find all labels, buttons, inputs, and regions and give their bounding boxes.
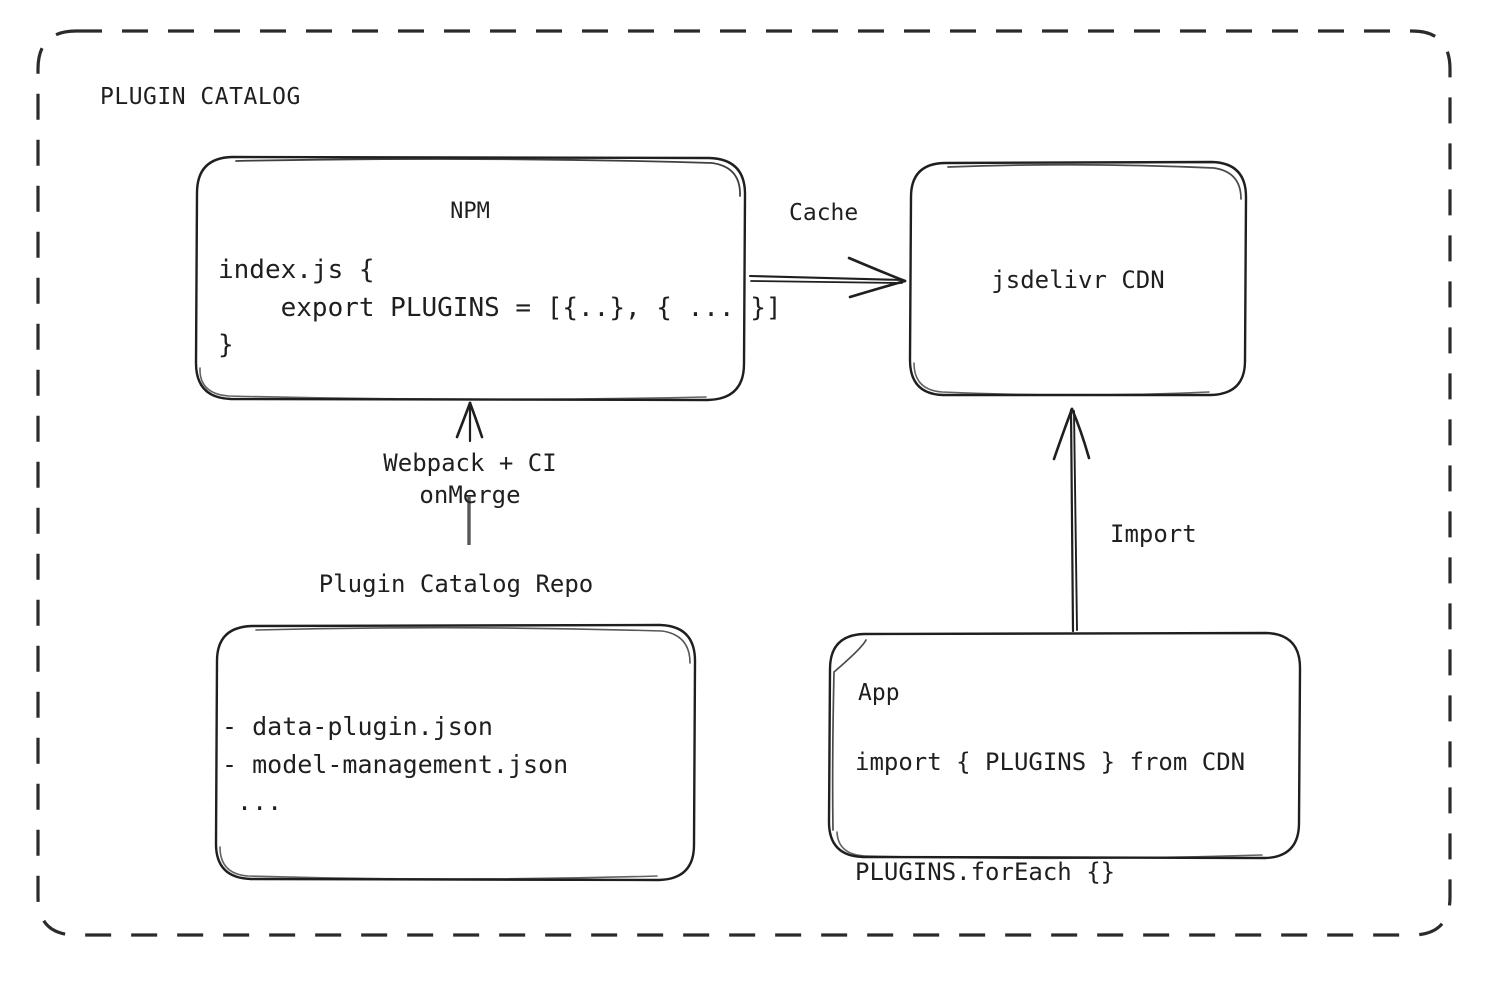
cache-edge-label: Cache (789, 200, 859, 226)
import-edge-label: Import (1110, 520, 1197, 548)
npm-node-box[interactable] (194, 155, 747, 402)
group-title: PLUGIN CATALOG (100, 84, 301, 110)
repo-file-list: - data-plugin.json - model-management.js… (222, 712, 569, 816)
build-edge-label: Webpack + CI onMerge (383, 449, 557, 509)
app-node-title: App (858, 680, 900, 706)
npm-node-title: NPM (450, 199, 490, 224)
app-code-block: import { PLUGINS } from CDN PLUGINS.forE… (855, 748, 1246, 887)
repo-node-box[interactable] (214, 623, 697, 882)
npm-code-block: index.js { export PLUGINS = [{..}, { ...… (218, 255, 782, 361)
app-node-box[interactable] (827, 631, 1302, 860)
cache-arrow (748, 256, 907, 299)
cdn-node-title: jsdelivr CDN (991, 266, 1165, 294)
build-arrow (455, 401, 484, 545)
import-arrow (1052, 407, 1091, 633)
plugin-catalog-container (36, 29, 1452, 937)
repo-node-caption: Plugin Catalog Repo (318, 570, 594, 598)
cdn-node-box[interactable] (908, 160, 1248, 397)
